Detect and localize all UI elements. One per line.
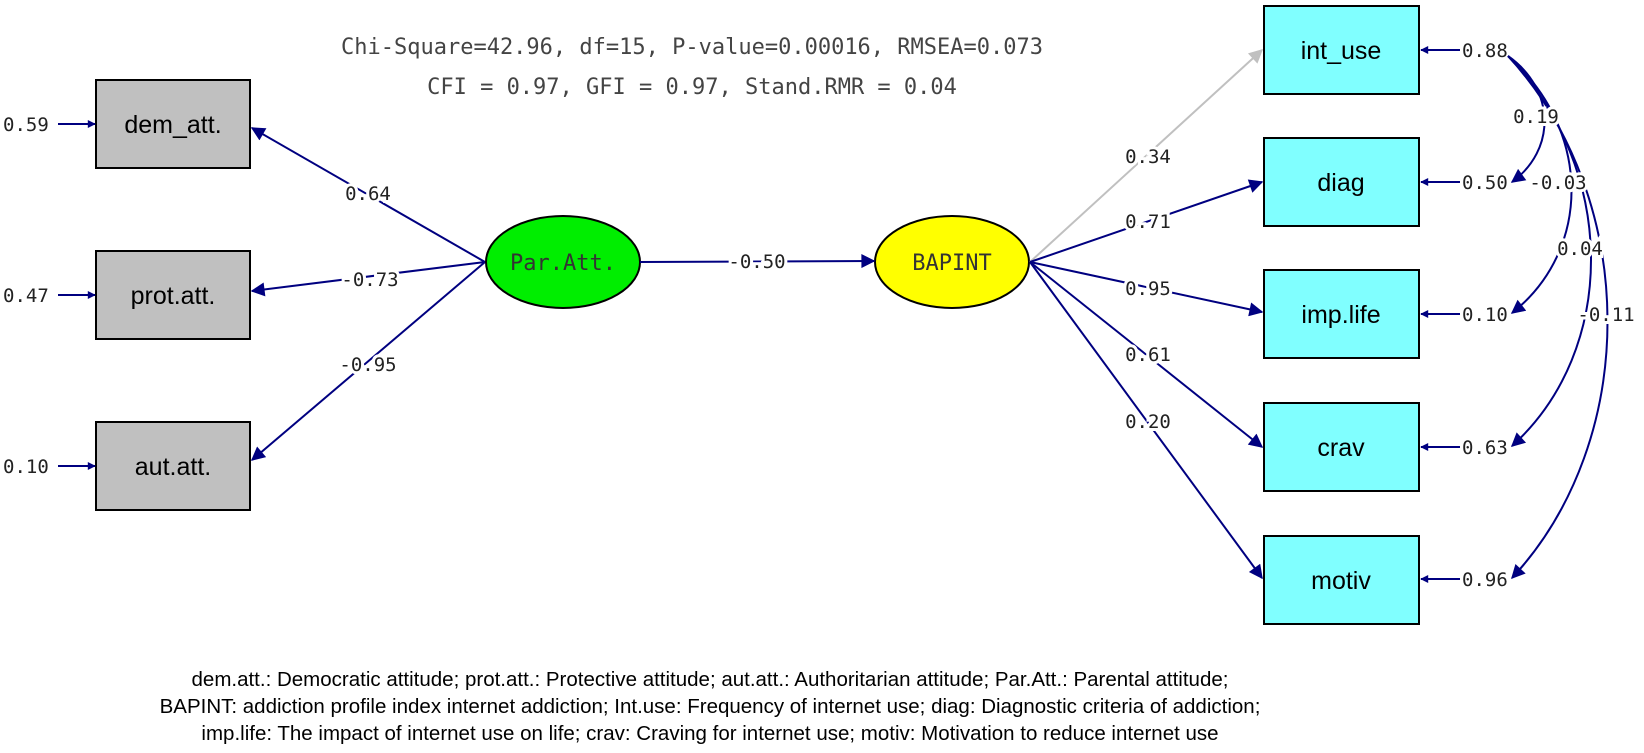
bapint-to-int-use-path [1029, 49, 1264, 263]
bapint-to-crav-path [1029, 261, 1264, 448]
imp-life-label: imp.life [1301, 301, 1380, 329]
crav-box [1263, 402, 1420, 492]
observed-dem-att: dem_att. [95, 79, 251, 169]
int-use-label: int_use [1301, 37, 1382, 65]
observed-crav: crav [1263, 402, 1420, 492]
imp-life-error-value: 0.10 [1462, 304, 1508, 326]
observed-prot-att: prot.att. [95, 250, 251, 340]
dem-att-box [95, 79, 251, 169]
par-att-label: Par.Att. [510, 251, 616, 276]
int-use-loading: 0.34 [1125, 146, 1171, 168]
cov-int-use-imp-life-curve [1507, 55, 1573, 314]
diag-label: diag [1317, 169, 1364, 197]
prot-att-box [95, 250, 251, 340]
prot-att-error-value: 0.47 [3, 285, 49, 307]
observed-imp-life: imp.life [1263, 269, 1420, 359]
crav-label: crav [1317, 434, 1365, 462]
aut-att-label: aut.att. [135, 453, 211, 481]
diag-loading: 0.71 [1125, 211, 1171, 233]
par-att-to-dem-att-path [250, 127, 486, 263]
caption-line-2: BAPINT: addiction profile index internet… [160, 695, 1261, 718]
observed-diag: diag [1263, 137, 1420, 227]
int-use-error-value: 0.88 [1462, 40, 1508, 62]
cov-int-use-motiv-value: -0.11 [1577, 304, 1634, 326]
caption: dem.att.: Democratic attitude; prot.att.… [160, 668, 1261, 745]
bapint-to-imp-life-path [1029, 261, 1264, 317]
observed-aut-att: aut.att. [95, 421, 251, 511]
aut-att-box [95, 421, 251, 511]
cov-int-use-imp-life-value: -0.03 [1529, 172, 1586, 194]
bapint-label: BAPINT [912, 251, 991, 276]
imp-life-box [1263, 269, 1420, 359]
motiv-loading: 0.20 [1125, 411, 1171, 433]
motiv-box [1263, 535, 1420, 625]
dem-att-loading: 0.64 [345, 183, 391, 205]
aut-att-error-value: 0.10 [3, 456, 49, 478]
cov-int-use-diag-value: 0.19 [1513, 106, 1559, 128]
par-att-to-bapint-path [639, 254, 876, 269]
structural-coefficient: -0.50 [728, 251, 785, 273]
dem-att-error-value: 0.59 [3, 114, 49, 136]
observed-int-use: int_use [1263, 5, 1420, 95]
par-att-to-prot-att-path [250, 261, 486, 297]
crav-loading: 0.61 [1125, 344, 1171, 366]
diag-error-value: 0.50 [1462, 172, 1508, 194]
latent-bapint: BAPINT [874, 215, 1030, 309]
dem-att-label: dem_att. [124, 111, 221, 139]
motiv-label: motiv [1311, 567, 1371, 595]
int-use-box [1263, 5, 1420, 95]
fit-statistics-line-2: CFI = 0.97, GFI = 0.97, Stand.RMR = 0.04 [427, 75, 957, 100]
caption-line-3: imp.life: The impact of internet use on … [201, 722, 1218, 745]
observed-motiv: motiv [1263, 535, 1420, 625]
crav-error-value: 0.63 [1462, 437, 1508, 459]
prot-att-label: prot.att. [131, 282, 216, 310]
aut-att-loading: -0.95 [339, 354, 396, 376]
caption-line-1: dem.att.: Democratic attitude; prot.att.… [192, 668, 1229, 691]
bapint-to-diag-path [1029, 179, 1264, 263]
latent-par-att: Par.Att. [485, 215, 641, 309]
imp-life-loading: 0.95 [1125, 278, 1171, 300]
cov-int-use-motiv-curve [1507, 55, 1609, 580]
par-att-to-aut-att-path [250, 261, 486, 461]
diag-box [1263, 137, 1420, 227]
bapint-to-motiv-path [1029, 261, 1263, 580]
fit-statistics-line-1: Chi-Square=42.96, df=15, P-value=0.00016… [341, 35, 1043, 60]
motiv-error-value: 0.96 [1462, 569, 1508, 591]
cov-int-use-crav-value: 0.04 [1557, 238, 1603, 260]
prot-att-loading: -0.73 [341, 269, 398, 291]
